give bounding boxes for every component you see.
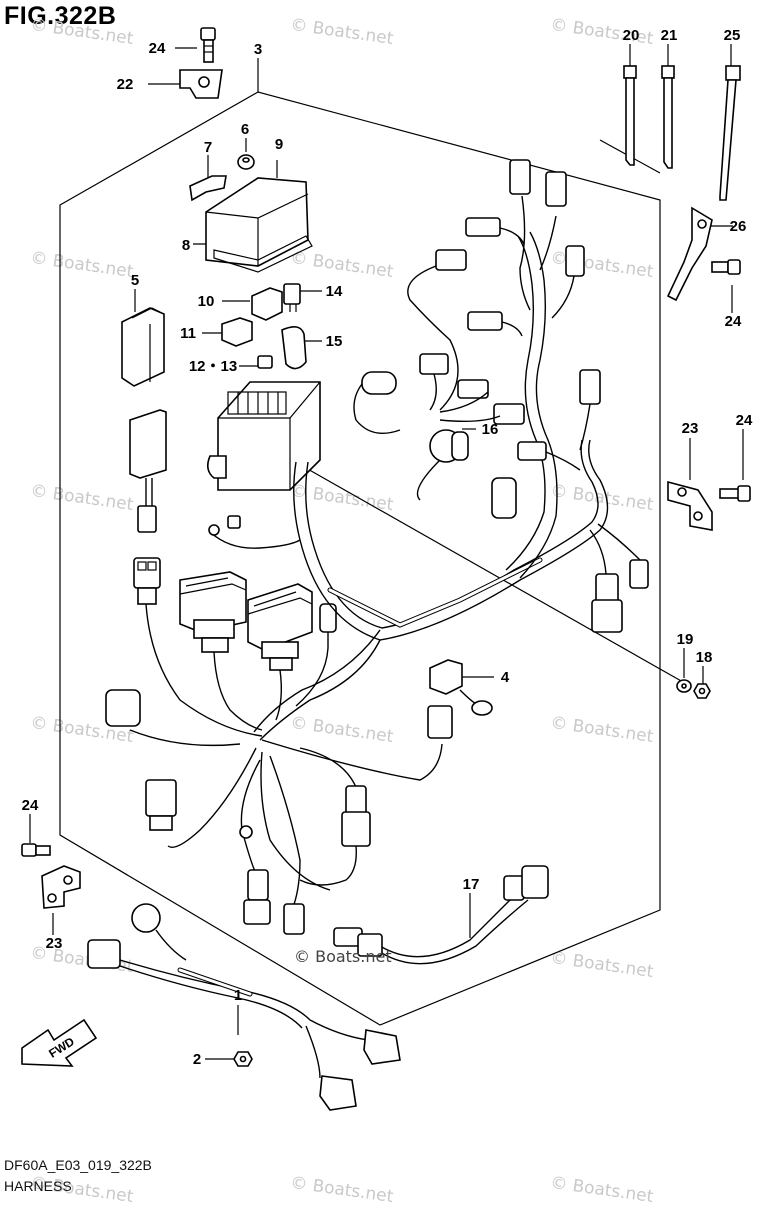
- side-branch-right: [589, 523, 649, 633]
- center-watermark: © Boats.net: [294, 947, 392, 966]
- callout-4: 4: [501, 669, 510, 686]
- fuse-14: [283, 283, 301, 312]
- cable-tie-21: [661, 65, 675, 169]
- callout-25: 25: [724, 27, 741, 44]
- callout-5: 5: [131, 272, 139, 289]
- fuse-box: [206, 381, 321, 491]
- callout-14: 14: [326, 283, 343, 300]
- coupler-left-upper: [133, 557, 161, 605]
- callout-3: 3: [254, 41, 262, 58]
- callout-18: 18: [696, 649, 713, 666]
- callout-22: 22: [117, 76, 134, 93]
- callout-12-13: 12・13: [189, 358, 237, 375]
- fuse-12-13: [257, 355, 273, 369]
- cable-tie-25: [719, 65, 741, 201]
- callout-21: 21: [661, 27, 678, 44]
- callout-2: 2: [193, 1051, 201, 1068]
- fuse-cover-9: [205, 177, 309, 267]
- callout-24-top: 24: [149, 40, 166, 57]
- washer-19: [676, 679, 692, 693]
- figure-title: FIG.322B: [4, 2, 117, 30]
- cable-tie-20: [623, 65, 637, 166]
- bolt-24-left: [21, 843, 51, 857]
- callout-9: 9: [275, 136, 283, 153]
- harness-1: [87, 903, 401, 1111]
- gasket-8: [213, 235, 313, 273]
- relay-11: [221, 317, 253, 347]
- diagram-name: HARNESS: [4, 1178, 72, 1194]
- callout-16: 16: [482, 421, 499, 438]
- sensor-16: [416, 429, 469, 501]
- bolt-24-mid-right: [719, 485, 751, 502]
- nut-18: [693, 683, 711, 699]
- callout-numbers: 1 2 3 4 5 6 7 8 9 10 11 12・13 14 15 16 1…: [22, 27, 753, 1068]
- lower-left-branches: [105, 603, 331, 935]
- callout-19: 19: [677, 631, 694, 648]
- callout-11: 11: [180, 325, 196, 342]
- drawing-code: DF60A_E03_019_322B: [4, 1157, 152, 1173]
- callout-24-left: 24: [22, 797, 39, 814]
- callout-15: 15: [326, 333, 343, 350]
- relay-5: [121, 307, 165, 387]
- relay-10: [251, 287, 283, 321]
- bracket-23-right: [667, 480, 713, 531]
- sensor-left: [353, 371, 401, 434]
- connector-small-ecu: [319, 603, 337, 648]
- harness-17: [333, 865, 549, 965]
- relay-4: [429, 659, 493, 716]
- callout-24-right: 24: [725, 313, 742, 330]
- callout-1: 1: [234, 987, 242, 1004]
- bracket-22: [179, 69, 223, 99]
- callout-10: 10: [198, 293, 215, 310]
- ecu-connector-left: [179, 571, 247, 653]
- grommet-6: [237, 154, 255, 170]
- bolt-24-top: [200, 27, 216, 63]
- callout-20: 20: [623, 27, 640, 44]
- upper-connectors: [407, 159, 601, 519]
- lower-middle-branch: [261, 705, 453, 886]
- main-harness-trunk: [253, 231, 609, 741]
- callout-8: 8: [182, 237, 190, 254]
- bracket-26: [666, 206, 713, 302]
- callout-26: 26: [730, 218, 747, 235]
- callout-24-mid-right: 24: [736, 412, 753, 429]
- callout-6: 6: [241, 121, 249, 138]
- ground-wire: [208, 515, 301, 549]
- bracket-23-left: [41, 865, 81, 909]
- clip-7: [189, 175, 227, 202]
- cap-15: [281, 326, 307, 370]
- callout-7: 7: [204, 139, 212, 156]
- bolt-24-right: [711, 259, 741, 275]
- callout-23-left: 23: [46, 935, 63, 952]
- ecu-connector-right: [247, 583, 313, 671]
- nut-2: [233, 1051, 253, 1067]
- callout-23-right: 23: [682, 420, 699, 437]
- callout-17: 17: [463, 876, 480, 893]
- fwd-arrow: FWD: [21, 1018, 98, 1067]
- relay-connector-left: [129, 409, 167, 533]
